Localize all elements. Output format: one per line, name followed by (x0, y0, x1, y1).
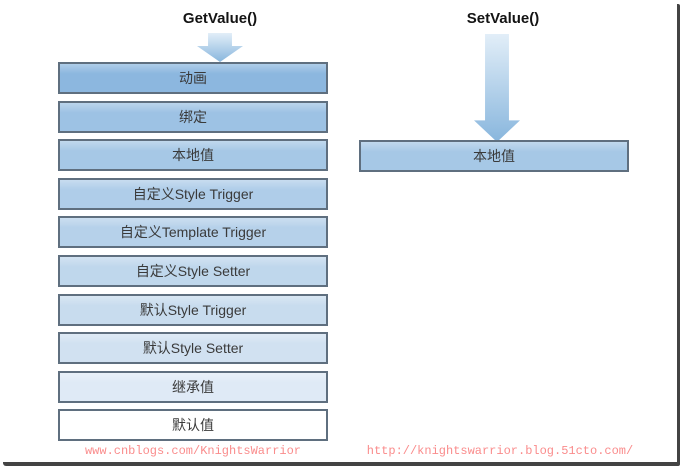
precedence-box: 自定义Style Setter (58, 254, 328, 287)
setvalue-local-value-box: 本地值 (359, 140, 629, 172)
getvalue-down-arrow-icon (197, 33, 243, 62)
precedence-box: 自定义Template Trigger (58, 216, 328, 249)
footer-url-cnblogs: www.cnblogs.com/KnightsWarrior (84, 444, 302, 458)
getvalue-title: GetValue() (182, 10, 258, 27)
setvalue-down-arrow-icon (474, 34, 520, 142)
precedence-box: 绑定 (58, 100, 328, 133)
precedence-box: 动画 (58, 62, 328, 94)
precedence-box: 本地值 (58, 139, 328, 172)
precedence-box: 默认值 (58, 409, 328, 442)
value-precedence-stack: 动画绑定本地值自定义Style Trigger 自定义Template Trigg… (58, 62, 328, 442)
precedence-box: 自定义Style Trigger (58, 177, 328, 210)
precedence-box: 继承值 (58, 370, 328, 403)
setvalue-title: SetValue() (466, 10, 540, 27)
precedence-box: 默认Style Setter (58, 332, 328, 365)
precedence-box: 默认Style Trigger (58, 293, 328, 326)
footer-url-51cto: http://knightswarrior.blog.51cto.com/ (366, 444, 634, 458)
frame-shadow-bottom (3, 462, 680, 466)
frame-shadow-right (677, 4, 680, 466)
